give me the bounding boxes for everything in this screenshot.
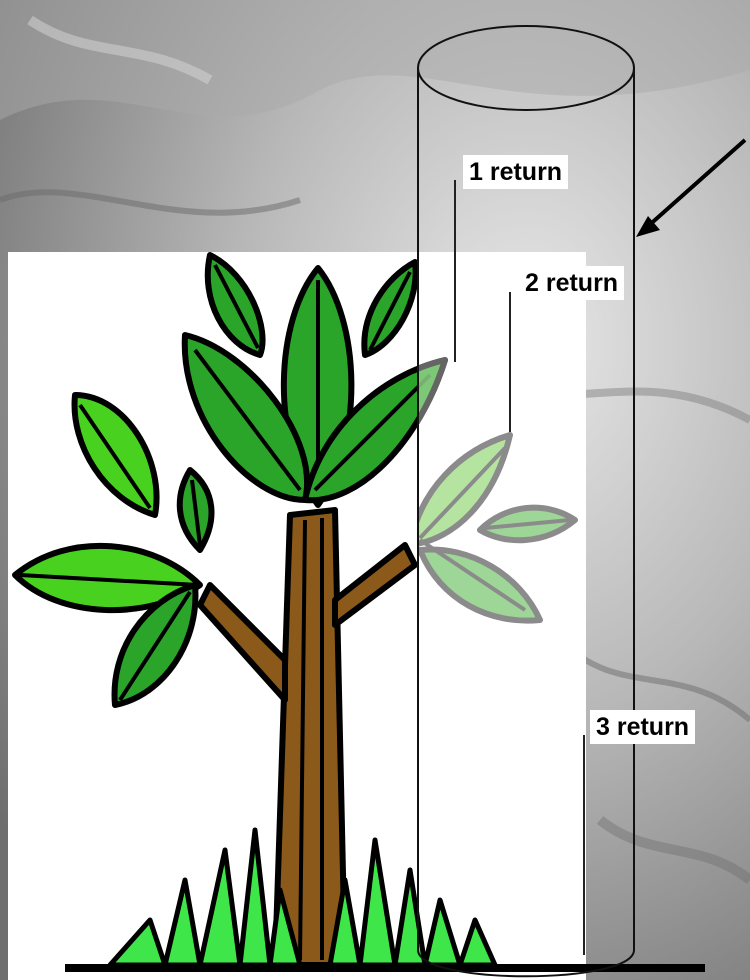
return-2-label: 2 return — [519, 266, 624, 300]
return-3-label: 3 return — [590, 710, 695, 744]
return-1-label: 1 return — [463, 155, 568, 189]
